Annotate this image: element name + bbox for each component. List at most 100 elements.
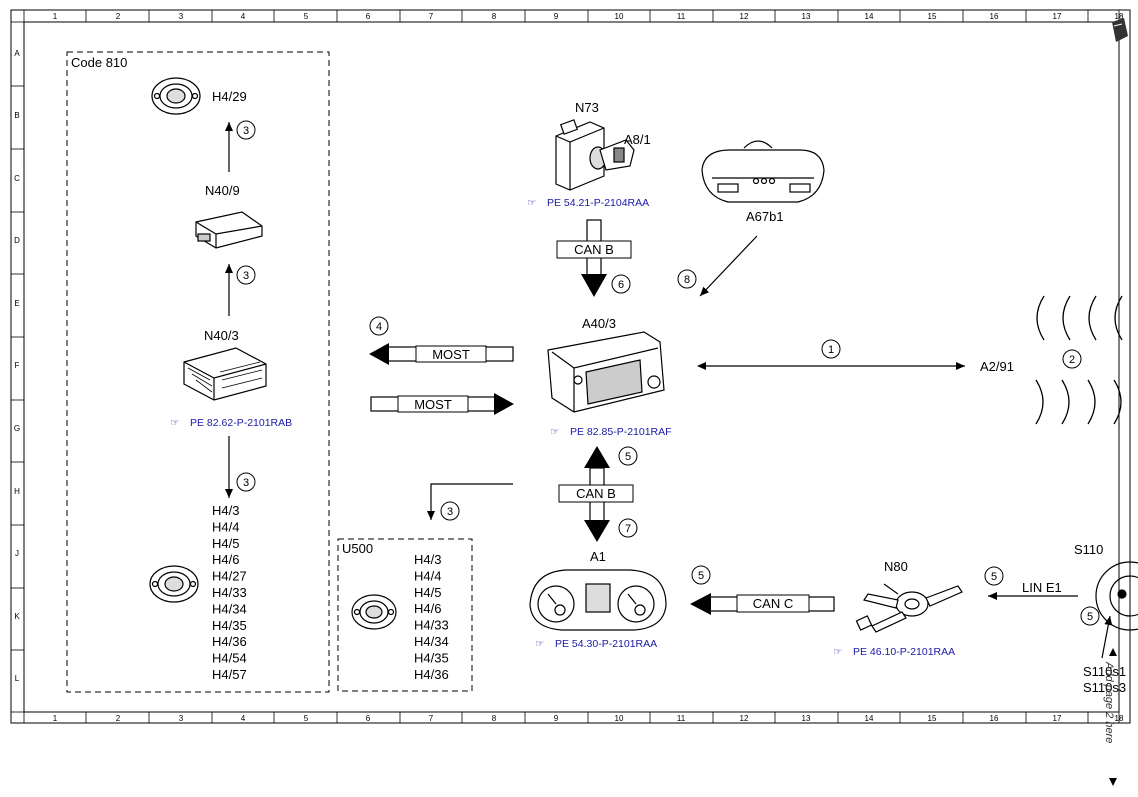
marker-5-s110: 5 xyxy=(1080,606,1100,626)
grid-col-label-top: 10 xyxy=(615,12,624,21)
ref-a1-icon: ☞ xyxy=(535,638,544,650)
grid-col-label-bottom: 16 xyxy=(990,714,999,723)
speaker-code810-item: H4/54 xyxy=(212,651,247,666)
marker-5-can-c: 5 xyxy=(691,565,711,585)
page-corner-icon xyxy=(1112,18,1128,42)
svg-text:CAN C: CAN C xyxy=(753,596,793,611)
grid-col-label-top: 15 xyxy=(928,12,937,21)
arrow-a403-to-u500 xyxy=(427,483,513,520)
grid-col-label-top: 14 xyxy=(865,12,874,21)
mirror-a67b1-icon xyxy=(701,140,825,203)
speaker-u500-icon xyxy=(351,594,397,630)
marker-3-u500: 3 xyxy=(440,501,460,521)
label-s110s1: S110s1 xyxy=(1083,664,1126,679)
marker-8: 8 xyxy=(677,269,697,289)
page-marker-down-icon xyxy=(1109,778,1117,786)
speaker-u500-item: H4/35 xyxy=(414,650,449,665)
speaker-code810-item: H4/6 xyxy=(212,552,239,567)
label-n80: N80 xyxy=(884,559,908,574)
u500-group-box xyxy=(337,538,473,692)
ref-n80[interactable]: PE 46.10-P-2101RAA xyxy=(853,646,955,658)
ref-n73-icon: ☞ xyxy=(527,197,536,209)
speaker-code810-item: H4/3 xyxy=(212,503,239,518)
can-c-bus-n80-to-a1: CAN C xyxy=(690,593,835,615)
marker-2: 2 xyxy=(1062,349,1082,369)
page-marker-up-icon xyxy=(1109,648,1117,656)
steering-module-n80-icon xyxy=(855,583,963,633)
speaker-code810-item: H4/5 xyxy=(212,536,239,551)
speaker-list-code810: H4/3H4/4H4/5H4/6H4/27H4/33H4/34H4/35H4/3… xyxy=(212,503,247,682)
grid-col-label-top: 12 xyxy=(740,12,749,21)
label-a2-91: A2/91 xyxy=(980,359,1014,374)
marker-6-can-b: 6 xyxy=(611,274,631,294)
svg-text:3: 3 xyxy=(243,125,249,137)
label-a67b1: A67b1 xyxy=(746,209,784,224)
speaker-u500-item: H4/3 xyxy=(414,552,441,567)
label-n73: N73 xyxy=(575,100,599,115)
marker-5-can-b: 5 xyxy=(618,446,638,466)
grid-row-label: A xyxy=(14,49,20,58)
marker-1: 1 xyxy=(821,339,841,359)
ref-n40-3[interactable]: PE 82.62-P-2101RAB xyxy=(190,417,292,429)
grid-col-label-bottom: 8 xyxy=(492,714,497,723)
ref-a40-3[interactable]: PE 82.85-P-2101RAF xyxy=(570,426,672,438)
grid-col-label-top: 18 xyxy=(1115,12,1124,21)
code810-group-label: Code 810 xyxy=(71,55,127,70)
speaker-u500-item: H4/4 xyxy=(414,568,441,583)
ref-a40-3-icon: ☞ xyxy=(550,426,559,438)
svg-text:5: 5 xyxy=(991,571,997,583)
side-note: Add page 2 here xyxy=(1103,661,1115,743)
grid-row-label: H xyxy=(14,487,20,496)
grid-row-label: K xyxy=(14,612,20,621)
speaker-u500-item: H4/36 xyxy=(414,667,449,682)
ref-a1[interactable]: PE 54.30-P-2101RAA xyxy=(555,638,657,650)
speaker-h4-29-icon xyxy=(151,77,201,115)
svg-text:CAN B: CAN B xyxy=(576,486,616,501)
grid-row-label: B xyxy=(14,111,19,120)
grid-col-label-bottom: 13 xyxy=(802,714,811,723)
link-a40-3-a2-91-left-head xyxy=(697,362,706,370)
svg-text:MOST: MOST xyxy=(414,397,452,412)
grid-col-label-bottom: 14 xyxy=(865,714,874,723)
label-n40-3: N40/3 xyxy=(204,328,239,343)
ignition-switch-n73-icon xyxy=(555,119,635,191)
svg-text:MOST: MOST xyxy=(432,347,470,362)
head-unit-a40-3-icon xyxy=(547,331,665,413)
svg-text:7: 7 xyxy=(625,523,631,535)
label-s110: S110 xyxy=(1074,542,1103,557)
grid-col-label-top: 11 xyxy=(677,12,686,21)
speaker-code810-item: H4/35 xyxy=(212,618,247,633)
speaker-u500-item: H4/33 xyxy=(414,618,449,633)
svg-text:3: 3 xyxy=(243,477,249,489)
grid-col-label-bottom: 6 xyxy=(366,714,371,723)
grid-row-label: L xyxy=(15,674,20,683)
speaker-code810-icon xyxy=(149,565,199,603)
grid-row-label: E xyxy=(14,299,19,308)
svg-text:1: 1 xyxy=(828,344,834,356)
svg-text:CAN B: CAN B xyxy=(574,242,614,257)
speaker-u500-item: H4/34 xyxy=(414,634,449,649)
grid-col-label-bottom: 12 xyxy=(740,714,749,723)
ref-n73[interactable]: PE 54.21-P-2104RAA xyxy=(547,197,649,209)
svg-text:5: 5 xyxy=(698,570,704,582)
grid-col-label-top: 16 xyxy=(990,12,999,21)
marker-3-h429: 3 xyxy=(236,120,256,140)
speaker-code810-item: H4/4 xyxy=(212,519,239,534)
speaker-u500-item: H4/6 xyxy=(414,601,441,616)
marker-7-can-b: 7 xyxy=(618,518,638,538)
code810-group-box xyxy=(66,51,330,693)
svg-text:2: 2 xyxy=(1069,354,1075,366)
speaker-u500-item: H4/5 xyxy=(414,585,441,600)
most-bus-to-n40-3: MOST xyxy=(369,343,514,365)
label-s110s3: S110s3 xyxy=(1083,680,1126,695)
speaker-code810-item: H4/34 xyxy=(212,601,247,616)
marker-3-n403-down: 3 xyxy=(236,472,256,492)
grid-col-label-top: 2 xyxy=(116,12,121,21)
grid-col-label-bottom: 5 xyxy=(304,714,309,723)
grid-col-label-bottom: 18 xyxy=(1115,714,1124,723)
radio-wave-icon xyxy=(1035,295,1123,425)
